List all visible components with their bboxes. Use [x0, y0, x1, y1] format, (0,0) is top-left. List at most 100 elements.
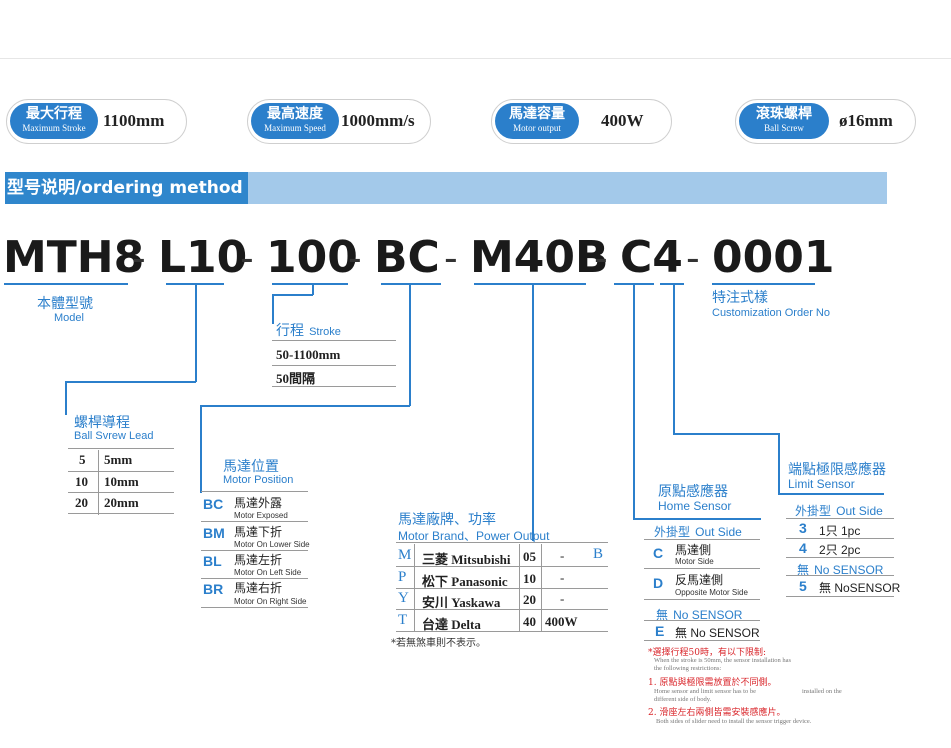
brand-code: M	[398, 547, 412, 563]
spec-label: 滾珠螺桿 Ball Screw	[739, 103, 829, 139]
underline-position	[381, 283, 441, 285]
code-part-model: MTH8	[3, 232, 145, 283]
connector-line	[778, 433, 780, 494]
spec-pill-max-speed: 最高速度 Maximum Speed 1000mm/s	[247, 99, 431, 144]
position-label-en: Motor Position	[223, 474, 294, 486]
home-none-text: 無 No SENSOR	[675, 626, 760, 640]
underline-limit	[660, 283, 684, 285]
spec-label: 最大行程 Maximum Stroke	[10, 103, 98, 139]
row-divider	[396, 631, 608, 632]
code-part-sensor: C4	[620, 232, 683, 283]
home-label-en: Home Sensor	[658, 499, 732, 513]
stroke-label-en: Stroke	[309, 326, 341, 338]
home-label-cn: 原點感應器	[658, 484, 728, 500]
row-divider	[272, 340, 396, 341]
home-none-cn: 無	[656, 608, 669, 622]
underline-home	[614, 283, 654, 285]
stroke-label-cn: 行程	[276, 323, 304, 339]
limit-none-cn: 無	[797, 563, 810, 577]
row-divider	[272, 365, 396, 366]
lead-value: 10mm	[104, 474, 139, 489]
note-1-cn: 1. 原點與極限需放置於不同側。	[648, 678, 777, 688]
row-divider	[644, 568, 760, 569]
spec-label-en: Ball Screw	[764, 123, 804, 133]
home-none-code: E	[655, 623, 665, 639]
limit-code: 4	[799, 540, 807, 556]
limit-text: 2只 2pc	[819, 543, 861, 557]
limit-outside-en: Out Side	[836, 504, 883, 518]
limit-outside-label: 外掛型 Out Side	[795, 500, 883, 519]
lead-label-en: Ball Svrew Lead	[74, 430, 154, 442]
row-divider	[644, 620, 760, 621]
home-outside-label: 外掛型 Out Side	[654, 521, 742, 540]
connector-line	[65, 381, 67, 415]
row-divider	[201, 550, 308, 551]
section-title-cn: 型号说明	[7, 178, 75, 198]
code-dash: -	[348, 236, 362, 280]
lead-value: 5mm	[104, 452, 133, 467]
position-code: BR	[203, 581, 224, 597]
row-divider	[272, 386, 396, 387]
brand-power-2: -	[560, 591, 565, 606]
lead-label-cn: 螺桿導程	[74, 415, 130, 431]
spec-label: 馬達容量 Motor output	[495, 103, 579, 139]
code-dash: -	[686, 236, 700, 280]
row-divider	[68, 513, 174, 514]
code-dash: -	[444, 236, 458, 280]
top-divider	[0, 58, 951, 59]
section-title: 型号说明/ordering method	[5, 172, 248, 204]
spec-label-cn: 滾珠螺桿	[756, 106, 812, 122]
stroke-label: 行程 Stroke	[276, 320, 341, 340]
connector-line	[532, 285, 534, 541]
home-code: D	[653, 575, 664, 591]
row-divider	[201, 578, 308, 579]
lead-code: 10	[75, 474, 88, 489]
note-0-cn: *選擇行程50時，有以下限制:	[648, 648, 766, 658]
row-divider	[396, 609, 608, 610]
spec-label-cn: 最高速度	[267, 106, 323, 122]
note-2-en: Both sides of slider need to install the…	[656, 718, 812, 725]
position-cn: 馬達右折	[234, 581, 283, 595]
position-cn: 馬達下折	[234, 525, 283, 539]
brand-power-2: 400W	[545, 614, 578, 629]
note-0-en-2: the following restrictions:	[654, 665, 722, 672]
brand-name: 三菱 Mitsubishi	[422, 552, 511, 567]
home-none-en: No SENSOR	[673, 608, 743, 622]
limit-outside-cn: 外掛型	[795, 504, 832, 518]
limit-none-en: No SENSOR	[814, 563, 884, 577]
brand-label-cn: 馬達廠牌、功率	[398, 512, 496, 528]
code-dash: -	[594, 236, 608, 280]
limit-none-label: 無 No SENSOR	[797, 559, 883, 578]
position-en: Motor On Right Side	[234, 597, 307, 606]
spec-label-en: Maximum Stroke	[22, 123, 86, 133]
spec-value: 1100mm	[103, 111, 165, 130]
connector-line	[312, 285, 314, 295]
home-en: Opposite Motor Side	[675, 588, 748, 597]
brand-power: 10	[523, 571, 536, 586]
connector-line	[200, 405, 410, 407]
model-label-cn: 本體型號	[37, 296, 93, 312]
row-divider	[786, 596, 894, 597]
code-part-position: BC	[374, 232, 440, 283]
position-code: BM	[203, 525, 225, 541]
spec-label-en: Maximum Speed	[264, 123, 326, 133]
row-divider	[68, 448, 174, 449]
stroke-interval: 50間隔	[276, 371, 316, 386]
spec-pill-ball-screw: 滾珠螺桿 Ball Screw ø16mm	[735, 99, 916, 144]
row-divider	[201, 521, 308, 522]
brand-code: P	[398, 569, 407, 585]
brand-name: 安川 Yaskawa	[422, 595, 501, 610]
section-title-en: /ordering method	[75, 178, 243, 198]
underline-model	[4, 283, 128, 285]
row-divider	[786, 518, 894, 519]
spec-pill-motor-output: 馬達容量 Motor output 400W	[491, 99, 672, 144]
home-cn: 反馬達側	[675, 573, 724, 587]
limit-code: 3	[799, 520, 807, 536]
note-1-en-b: installed on the	[802, 688, 842, 695]
position-code: BL	[203, 553, 222, 569]
code-part-lead: L10	[158, 232, 248, 283]
underline-stroke	[272, 283, 348, 285]
limit-label-en: Limit Sensor	[788, 477, 855, 491]
lead-code: 20	[75, 495, 88, 510]
brand-power: 20	[523, 592, 536, 607]
